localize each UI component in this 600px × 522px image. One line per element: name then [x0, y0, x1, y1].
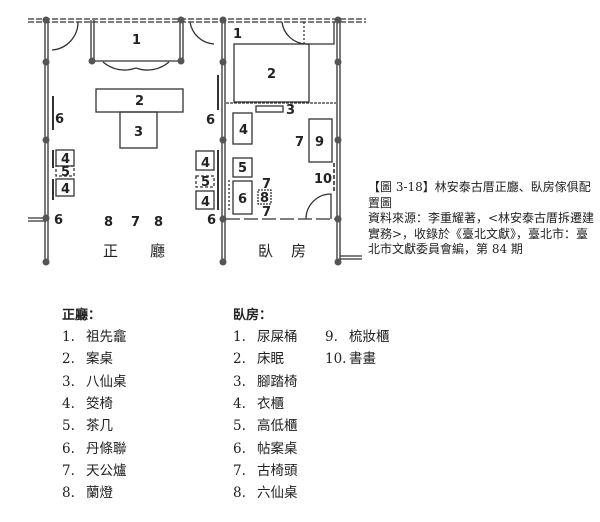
item-number: 6. [233, 440, 246, 457]
bedroom-name-2: 房 [291, 242, 306, 260]
caption-title: 【圖 3-18】林安泰古厝正廳、臥房傢俱配置圖 [368, 180, 591, 210]
item-number: 4. [233, 395, 246, 412]
bed-out-label-5: 5 [201, 175, 210, 190]
hall-label-7: 7 [131, 215, 140, 230]
bedroom-legend-item: 3. 腳踏椅 [233, 372, 298, 392]
bed-label-10: 10 [314, 172, 332, 187]
item-name: 腳踏椅 [257, 373, 298, 390]
item-name: 高低櫃 [257, 418, 298, 435]
bed-out-label-6: 6 [206, 113, 215, 128]
bedroom-legend-heading: 臥房： [233, 308, 273, 323]
item-number: 7. [62, 462, 75, 479]
hall-label-4b: 4 [61, 182, 70, 197]
bed-label-6: 6 [238, 192, 247, 207]
hall-label-3: 3 [134, 125, 143, 140]
item-number: 3. [62, 373, 75, 390]
item-name: 古椅頭 [257, 462, 298, 479]
bedroom-name-1: 臥 [258, 242, 273, 260]
bedroom-legend-item: 1. 尿屎桶 [233, 327, 298, 347]
bedroom-legend-item: 9. 梳妝櫃 [325, 327, 390, 347]
floor-plan-diagram: 1 2 3 4 5 4 6 6 8 7 8 正 廳 1 2 3 4 5 6 7 … [28, 16, 366, 266]
hall-name-1: 正 [103, 242, 118, 260]
bedroom-legend-item: 7. 古椅頭 [233, 461, 298, 481]
hall-label-1: 1 [132, 33, 141, 48]
bed-out-label-4: 4 [201, 156, 210, 171]
hall-legend-item: 5. 茶几 [62, 416, 113, 436]
item-number: 2. [62, 351, 75, 368]
item-name: 茶几 [86, 418, 113, 435]
bedroom-legend-item: 4. 衣櫃 [233, 394, 284, 414]
hall-label-6b: 6 [54, 213, 63, 228]
item-name: 尿屎桶 [257, 329, 298, 345]
hall-legend-item: 8. 蘭燈 [62, 483, 113, 503]
hall-legend-heading: 正廳： [62, 308, 102, 323]
hall-legend-item: 1. 祖先龕 [62, 327, 127, 347]
item-number: 2. [233, 351, 246, 368]
bedroom-legend-item: 2. 床眠 [233, 349, 284, 369]
bed-label-7b: 7 [262, 205, 271, 220]
item-number: 7. [233, 462, 246, 479]
item-number: 1. [62, 329, 75, 345]
item-number: 8. [62, 485, 75, 502]
hall-legend-item: 7. 天公爐 [62, 461, 127, 481]
bed-out-label-6b: 6 [207, 213, 216, 228]
hall-label-5: 5 [61, 165, 70, 180]
hall-label-8: 8 [104, 215, 113, 230]
item-name: 案桌 [86, 351, 113, 368]
hall-label-2: 2 [135, 94, 144, 109]
hall-label-8b: 8 [154, 215, 163, 230]
item-number: 5. [233, 418, 246, 435]
item-name: 八仙桌 [86, 373, 127, 390]
hall-label-4: 4 [61, 152, 70, 167]
item-number: 4. [62, 395, 75, 412]
item-name: 衣櫃 [257, 395, 284, 412]
hall-label-6: 6 [55, 112, 64, 127]
bedroom-legend-item: 6. 帖案桌 [233, 439, 298, 459]
bed-label-7c: 7 [295, 135, 304, 150]
item-name: 梳妝櫃 [349, 329, 390, 345]
item-number: 6. [62, 440, 75, 457]
bed-label-9: 9 [315, 135, 324, 150]
bed-label-7: 7 [262, 177, 271, 192]
bed-label-1: 1 [233, 27, 242, 42]
item-name: 書畫 [349, 351, 376, 368]
bedroom-legend-item: 5. 高低櫃 [233, 416, 298, 436]
hall-name-2: 廳 [150, 242, 165, 260]
item-name: 帖案桌 [257, 440, 298, 457]
item-name: 天公爐 [86, 462, 127, 479]
hall-legend-item: 6. 丹條聯 [62, 439, 127, 459]
item-name: 六仙桌 [257, 485, 298, 502]
item-name: 祖先龕 [86, 329, 127, 345]
hall-legend-item: 2. 案桌 [62, 349, 113, 369]
figure-caption: 【圖 3-18】林安泰古厝正廳、臥房傢俱配置圖 資料來源：李重耀著，<林安泰古厝… [368, 180, 596, 258]
bed-label-8: 8 [260, 191, 269, 206]
caption-source: 資料來源：李重耀著，<林安泰古厝拆遷建實務>，收錄於《臺北文獻》，臺北市：臺北市… [368, 211, 595, 256]
item-number: 8. [233, 485, 246, 502]
hall-legend-item: 3. 八仙桌 [62, 372, 127, 392]
item-name: 床眠 [257, 351, 284, 368]
item-number: 1. [233, 329, 246, 345]
item-number: 9. [325, 329, 338, 345]
bedroom-legend-item: 10.書畫 [325, 349, 376, 369]
item-name: 丹條聯 [86, 440, 127, 457]
bed-label-5: 5 [238, 161, 247, 176]
hall-legend-item: 4. 筊椅 [62, 394, 113, 414]
item-number: 5. [62, 418, 75, 435]
item-name: 筊椅 [86, 395, 113, 412]
item-name: 蘭燈 [86, 485, 113, 502]
bedroom-legend-item: 8. 六仙桌 [233, 483, 298, 503]
bed-label-2: 2 [267, 67, 276, 82]
bed-label-4: 4 [239, 123, 248, 138]
bed-out-label-4b: 4 [201, 195, 210, 210]
item-number: 3. [233, 373, 246, 390]
bed-label-3: 3 [286, 103, 295, 118]
item-number: 10. [325, 351, 347, 368]
